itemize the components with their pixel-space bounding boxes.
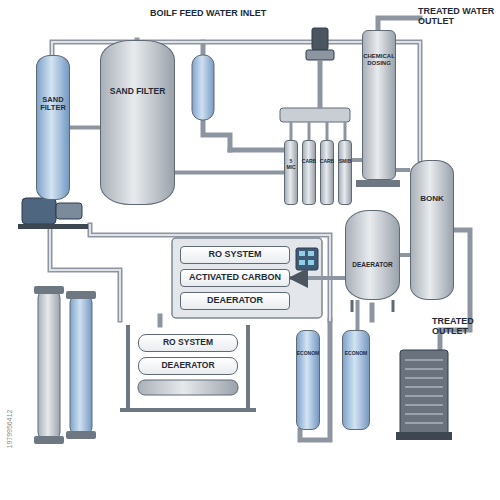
screen-key [299, 260, 305, 265]
cartridge-filter: ECONOM [342, 330, 370, 430]
process-band: DEAERATOR [180, 292, 290, 310]
dosing-vessel: CHEMICAL DOSING [362, 30, 396, 180]
cartridge-filter: SMIB [338, 140, 352, 205]
screen-key [308, 260, 314, 265]
manifold-drops [291, 122, 345, 140]
node-text: ACTIVATED CARBON [189, 273, 281, 283]
node-text: ECONOM [297, 351, 320, 357]
pump-base [18, 224, 88, 229]
membrane-column [38, 290, 60, 440]
cartridge-filter: 5 MIC [284, 140, 298, 205]
column-cap [66, 291, 96, 299]
node-text: DEAERATOR [352, 261, 393, 268]
membrane-tube: RO SYSTEM [138, 334, 238, 352]
column-cap [34, 286, 64, 294]
pipe [230, 148, 282, 153]
device-fins [405, 360, 443, 423]
fin-line [405, 368, 443, 370]
small-vessel [192, 55, 214, 120]
outlet-label: TREATED WATER OUTLET [418, 6, 498, 27]
fin-line [405, 404, 443, 406]
screen-key [308, 251, 314, 256]
column-cap [34, 436, 64, 444]
pipe [370, 305, 375, 320]
screen-key [299, 251, 305, 256]
pipe [291, 122, 345, 140]
filter-tank: SAND FILTER [100, 40, 175, 205]
device-base [396, 432, 452, 440]
pipe [90, 225, 330, 320]
node-text: SAND FILTER [110, 87, 166, 96]
column-cap [66, 431, 96, 439]
pipe [318, 60, 323, 108]
pipe-shine [90, 225, 330, 320]
fin-line [405, 377, 443, 379]
membrane-column [70, 295, 92, 435]
node-text: DEAERATOR [161, 361, 214, 370]
pipe-connector [175, 171, 284, 175]
process-band: RO SYSTEM [180, 246, 290, 264]
fin-line [405, 422, 443, 424]
rack-frame [120, 325, 256, 410]
pipe [378, 18, 420, 30]
rack-post [120, 325, 256, 410]
pipe-connector [400, 253, 410, 257]
node-text: RO SYSTEM [208, 250, 261, 260]
inlet-label: BOILF FEED WATER INLET [150, 8, 310, 18]
filter-manifold [280, 108, 350, 122]
cartridge-filter: CARB [302, 140, 316, 205]
node-text: ECONOM [345, 351, 368, 357]
pump-motor [22, 198, 56, 224]
node-text: SAND FILTER [37, 96, 69, 113]
node-text: CARB [302, 159, 316, 165]
fin-line [405, 386, 443, 388]
deaerator-tank: DEAERATOR [345, 210, 400, 300]
storage-tank: BONK [410, 160, 454, 300]
node-text: CARB [320, 159, 334, 165]
pipe-connector [396, 168, 410, 172]
pipe [203, 120, 230, 150]
membrane-tube [138, 380, 238, 395]
node-text: 5 MIC [285, 159, 297, 170]
node-text: RO SYSTEM [163, 338, 213, 347]
fin-line [405, 395, 443, 397]
pipe [201, 42, 206, 55]
node-text: CHEMICAL DOSING [363, 53, 395, 66]
cartridge-filter: CARB [320, 140, 334, 205]
pump [18, 198, 88, 229]
node-text: SMIB [339, 159, 352, 165]
top-valve [312, 28, 328, 50]
pipe-connector [352, 158, 362, 162]
process-band: ACTIVATED CARBON [180, 269, 290, 287]
pipe-network [50, 18, 470, 440]
membrane-tube: DEAERATOR [138, 357, 238, 375]
top-valve-body [306, 50, 334, 60]
pipe [158, 316, 163, 325]
device-body [400, 350, 448, 435]
treatment-device [396, 350, 452, 440]
fin-line [405, 413, 443, 415]
control-screen [296, 248, 318, 270]
outlet-label: TREATED OUTLET [432, 316, 494, 337]
pipe-connector [290, 276, 345, 280]
node-text: BONK [420, 195, 444, 204]
pipe-connector [70, 126, 100, 130]
filter-tank: SAND FILTER [36, 55, 70, 200]
dosing-stand [356, 180, 400, 187]
node-text: DEAERATOR [207, 296, 263, 306]
cartridge-filter: ECONOM [296, 330, 320, 430]
fin-line [405, 359, 443, 361]
pipe-connector [356, 300, 360, 330]
pump-head [56, 203, 82, 219]
watermark-id: 1979956412 [6, 394, 14, 464]
